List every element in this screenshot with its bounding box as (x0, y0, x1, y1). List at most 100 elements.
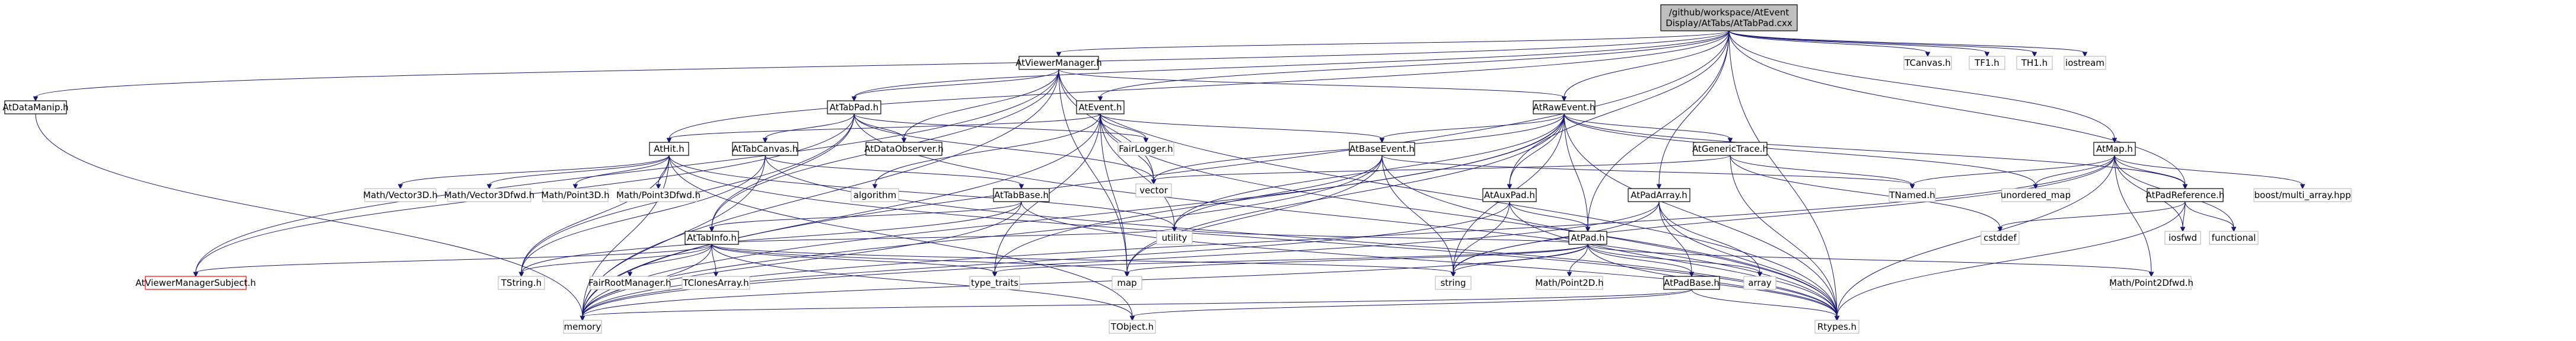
node-label: Math/Point3Dfwd.h (616, 190, 700, 200)
node-label: AtDataManip.h (2, 102, 68, 113)
dependency-edge (521, 244, 712, 273)
edge-arrowhead (1997, 227, 2003, 232)
node-athit-h[interactable]: AtHit.h (649, 142, 689, 156)
dependency-edge (874, 113, 1101, 186)
edge-arrowhead (1561, 96, 1567, 102)
edge-arrowhead (992, 272, 998, 278)
dependency-edge (1381, 155, 1454, 273)
dependency-edge (195, 69, 1059, 273)
dependency-edge (1058, 69, 1128, 273)
dependency-edge (1587, 244, 1692, 273)
node-label: iosfwd (2169, 232, 2197, 243)
node-attabbase-h[interactable]: AtTabBase.h (993, 188, 1050, 202)
dependency-edge (1058, 69, 1565, 98)
graph-nodes: /github/workspace/AtEvent Display/AtTabs… (2, 4, 2352, 334)
dependency-edge (1658, 30, 1730, 186)
dependency-edge (1453, 155, 2115, 273)
edge-arrowhead (572, 184, 578, 190)
node-atpadbase-h[interactable]: AtPadBase.h (1663, 276, 1720, 290)
node-atviewermanagersubject-h[interactable]: AtViewerManagerSubject.h (136, 276, 256, 290)
edge-arrowhead (2300, 184, 2306, 190)
dependency-edge (711, 244, 1128, 273)
dependency-edge (1728, 30, 2186, 186)
dependency-edge (582, 30, 1730, 317)
dependency-edge (1100, 113, 1128, 273)
edge-arrowhead (1925, 52, 1931, 58)
dependency-edge (1058, 69, 1154, 181)
node-attabpad-h[interactable]: AtTabPad.h (827, 100, 881, 114)
node-label: TObject.h (1110, 321, 1154, 332)
dependency-edge (1132, 289, 1692, 317)
node-atmap-h[interactable]: AtMap.h (2093, 142, 2136, 156)
node-array: array (1743, 276, 1776, 290)
node-atviewermanager-h[interactable]: AtViewerManager.h (1015, 56, 1102, 70)
node-label: map (1117, 278, 1136, 288)
node-atdataobserver-h[interactable]: AtDataObserver.h (864, 142, 944, 156)
edge-arrowhead (2082, 52, 2088, 58)
edge-arrowhead (2031, 52, 2037, 58)
node-label: AtTabPad.h (830, 102, 879, 113)
dependency-edge (2182, 201, 2186, 228)
dependency-edge (765, 113, 855, 139)
node-label: Math/Point2D.h (1535, 278, 1603, 288)
node-label: string (1440, 278, 1466, 288)
dependency-edge (521, 155, 766, 273)
node-atrawevent-h[interactable]: AtRawEvent.h (1533, 100, 1596, 114)
dependency-edge (711, 201, 1022, 228)
node-label: AtTabCanvas.h (733, 144, 798, 154)
dependency-edge (854, 113, 1147, 139)
dependency-edge (1730, 155, 2001, 228)
dependency-edge (668, 155, 1133, 317)
node-label: TF1.h (1974, 58, 1999, 68)
node-atgenerictrace-h[interactable]: AtGenericTrace.h (1692, 142, 1768, 156)
dependency-edge (1100, 113, 1147, 139)
node-atauxpad-h[interactable]: AtAuxPad.h (1482, 188, 1537, 202)
node-atbaseevent-h[interactable]: AtBaseEvent.h (1349, 142, 1415, 156)
dependency-edge (1836, 155, 2115, 317)
node-label: FairRootManager.h (588, 278, 671, 288)
node-label: AtHit.h (654, 144, 684, 154)
dependency-edge (1999, 201, 2186, 228)
node-label: AtEvent.h (1078, 102, 1122, 113)
node-attabcanvas-h[interactable]: AtTabCanvas.h (732, 142, 798, 156)
dependency-edge (1564, 113, 1731, 139)
node-atpadarray-h[interactable]: AtPadArray.h (1628, 188, 1690, 202)
dependency-edge (2114, 155, 2303, 186)
dependency-edge (668, 30, 1730, 139)
node-atpad-h[interactable]: AtPad.h (1568, 231, 1607, 245)
node-label: TNamed.h (1889, 190, 1935, 200)
node-label: FairLogger.h (1119, 144, 1173, 154)
node-label: AtPadBase.h (1664, 278, 1720, 288)
node-label: AtGenericTrace.h (1692, 144, 1768, 154)
dependency-edge (1836, 201, 2186, 317)
node-atdatamanip-h[interactable]: AtDataManip.h (2, 100, 69, 114)
node-atevent-h[interactable]: AtEvent.h (1076, 100, 1125, 114)
dependency-edges (33, 30, 2306, 321)
dependency-edge (582, 201, 1660, 317)
edge-arrowhead (1379, 138, 1385, 144)
node-rtypes-h: Rtypes.h (1814, 320, 1859, 334)
dependency-edge (400, 155, 670, 186)
node-label: AtTabInfo.h (687, 232, 737, 243)
node-label: memory (564, 321, 601, 332)
dependency-edge (1658, 201, 1838, 317)
node-attabinfo-h[interactable]: AtTabInfo.h (684, 231, 739, 245)
dependency-edge (582, 201, 1022, 317)
node-label: AtTabBase.h (994, 190, 1049, 200)
node-th1-h: TH1.h (2016, 56, 2053, 70)
edge-arrowhead (1727, 138, 1733, 144)
node-atpadreference-h[interactable]: AtPadReference.h (2146, 188, 2225, 202)
dependency-edge (2114, 155, 2152, 273)
edge-arrowhead (1018, 184, 1024, 190)
node-label: Math/Point2Dfwd.h (2109, 278, 2193, 288)
node-label: TCanvas.h (1904, 58, 1951, 68)
node-label: type_traits (971, 278, 1018, 289)
edge-arrowhead (193, 272, 199, 278)
dependency-edge (1509, 201, 1588, 228)
node-label: unordered_map (2001, 190, 2071, 201)
dependency-edge (629, 244, 712, 273)
dependency-edge (1153, 155, 1731, 181)
dependency-edge (854, 30, 1730, 98)
node-utility: utility (1156, 231, 1193, 245)
edge-arrowhead (2231, 227, 2237, 232)
